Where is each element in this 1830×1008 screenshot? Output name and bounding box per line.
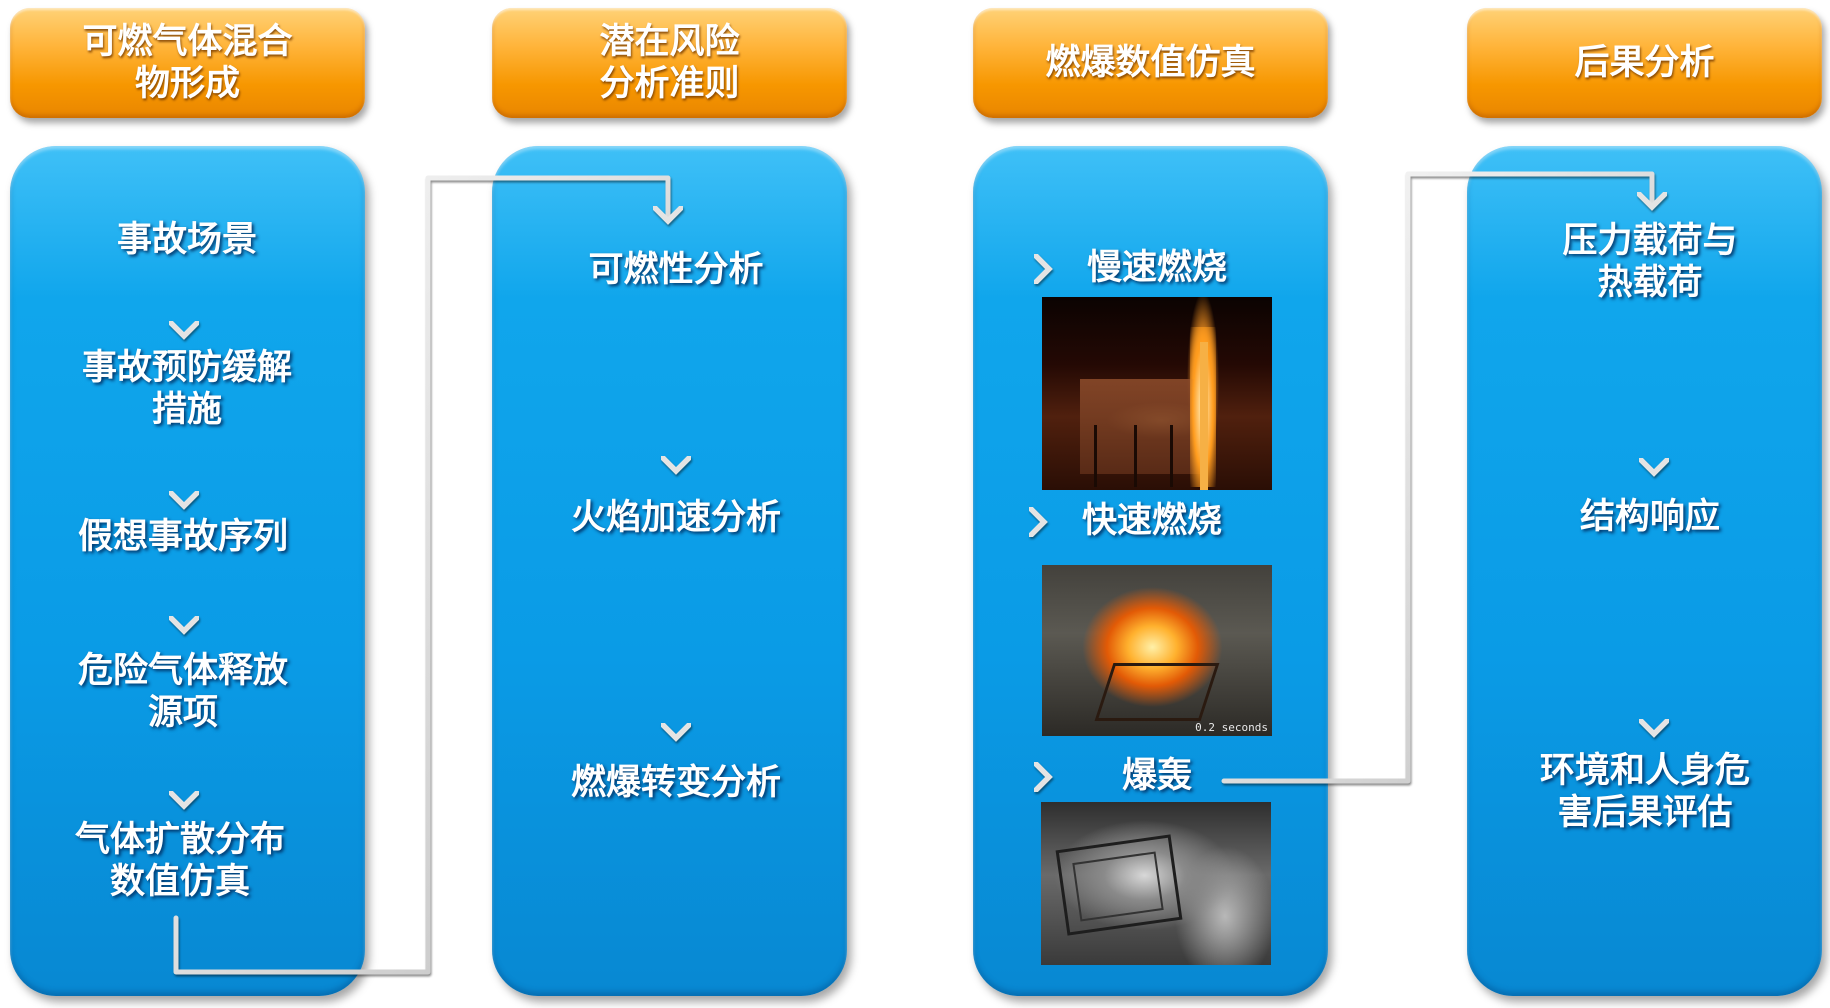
node-release-source: 危险气体释放 源项 bbox=[77, 651, 289, 733]
header-combustible-mixture: 可燃气体混合 物形成 bbox=[10, 8, 365, 118]
node-prevention-measures: 事故预防缓解 措施 bbox=[81, 348, 293, 430]
node-pressure-thermal-loads: 压力载荷与 热载荷 bbox=[1562, 221, 1738, 303]
node-structural-response: 结构响应 bbox=[1579, 497, 1721, 537]
label-fast-combustion: 快速燃烧 bbox=[1081, 501, 1223, 541]
node-hypothetical-sequence: 假想事故序列 bbox=[77, 517, 289, 557]
header-line: 燃爆数值仿真 bbox=[1045, 43, 1256, 83]
slow-combustion-photo bbox=[1042, 297, 1272, 490]
node-flame-acceleration: 火焰加速分析 bbox=[570, 498, 782, 538]
column-consequences bbox=[1467, 146, 1822, 996]
header-risk-criteria: 潜在风险 分析准则 bbox=[492, 8, 847, 118]
header-explosion-simulation: 燃爆数值仿真 bbox=[973, 8, 1328, 118]
node-ddt-analysis: 燃爆转变分析 bbox=[570, 763, 782, 803]
arrow-c1-to-c2 bbox=[173, 175, 668, 975]
column-risk-criteria bbox=[492, 146, 847, 996]
header-line: 潜在风险 bbox=[599, 22, 740, 62]
label-slow-combustion: 慢速燃烧 bbox=[1086, 248, 1228, 288]
photo-caption: 0.2 seconds bbox=[1195, 721, 1268, 734]
arrow-detonation-to-c4 bbox=[1221, 171, 1652, 784]
node-consequence-assessment: 环境和人身危 害后果评估 bbox=[1539, 751, 1751, 833]
header-line: 分析准则 bbox=[599, 64, 740, 104]
detonation-photo bbox=[1041, 802, 1271, 965]
fast-combustion-photo: 0.2 seconds bbox=[1042, 565, 1272, 736]
node-accident-scenario: 事故场景 bbox=[116, 220, 258, 260]
header-line: 物形成 bbox=[134, 64, 240, 104]
node-flammability-analysis: 可燃性分析 bbox=[588, 250, 764, 290]
column-mixture-formation bbox=[10, 146, 365, 996]
header-line: 可燃气体混合 bbox=[82, 22, 293, 62]
header-consequence-analysis: 后果分析 bbox=[1467, 8, 1822, 118]
label-detonation: 爆轰 bbox=[1121, 756, 1193, 796]
header-line: 后果分析 bbox=[1574, 43, 1715, 83]
node-dispersion-simulation: 气体扩散分布 数值仿真 bbox=[74, 820, 286, 902]
